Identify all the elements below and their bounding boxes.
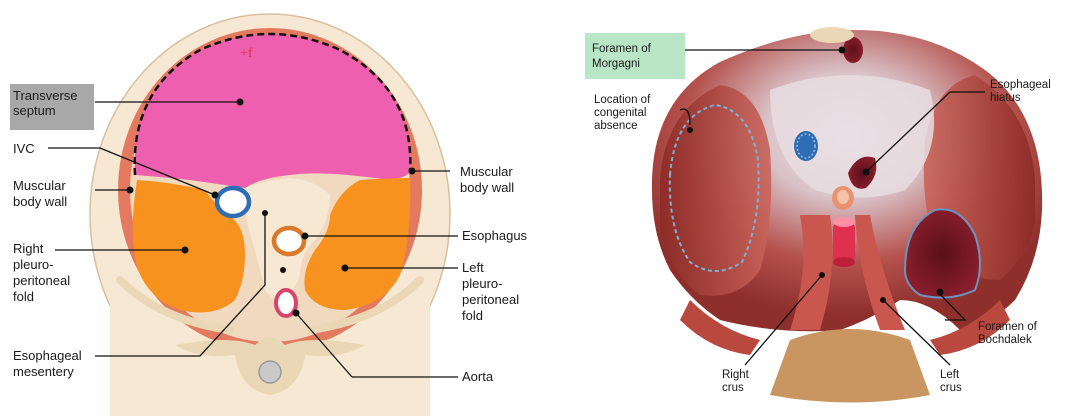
label-foramen-bochdalek: Foramen of Bochdalek bbox=[978, 321, 1040, 346]
xiphoid bbox=[810, 27, 854, 43]
ivc-vessel bbox=[217, 188, 249, 216]
vertebral-body bbox=[770, 329, 930, 403]
label-aorta: Aorta bbox=[462, 369, 494, 384]
aorta-stump bbox=[833, 217, 855, 267]
label-esophageal-mesentery: Esophageal mesentery bbox=[13, 348, 85, 379]
label-esophagus: Esophagus bbox=[462, 228, 528, 243]
right-diaphragm-illustration bbox=[652, 27, 1042, 403]
label-left-pleuroperitoneal-fold: Left pleuro- peritoneal fold bbox=[462, 260, 523, 323]
label-esophageal-hiatus: Esophageal hiatus bbox=[990, 79, 1054, 104]
marker-plus-f: +f bbox=[240, 46, 253, 61]
ivc-tube bbox=[794, 131, 818, 161]
label-location-congenital-absence: Location of congenital absence bbox=[594, 94, 653, 132]
foramen-morgagni-highlight bbox=[585, 33, 685, 79]
label-muscular-body-wall-left: Muscular body wall bbox=[13, 178, 69, 209]
label-left-crus: Left crus bbox=[940, 369, 962, 394]
label-right-crus: Right crus bbox=[722, 369, 752, 394]
esophagus-tube bbox=[274, 228, 304, 254]
label-ivc: IVC bbox=[13, 141, 35, 156]
mesentery-dot bbox=[280, 267, 286, 273]
label-muscular-body-wall-right: Muscular body wall bbox=[460, 164, 516, 195]
